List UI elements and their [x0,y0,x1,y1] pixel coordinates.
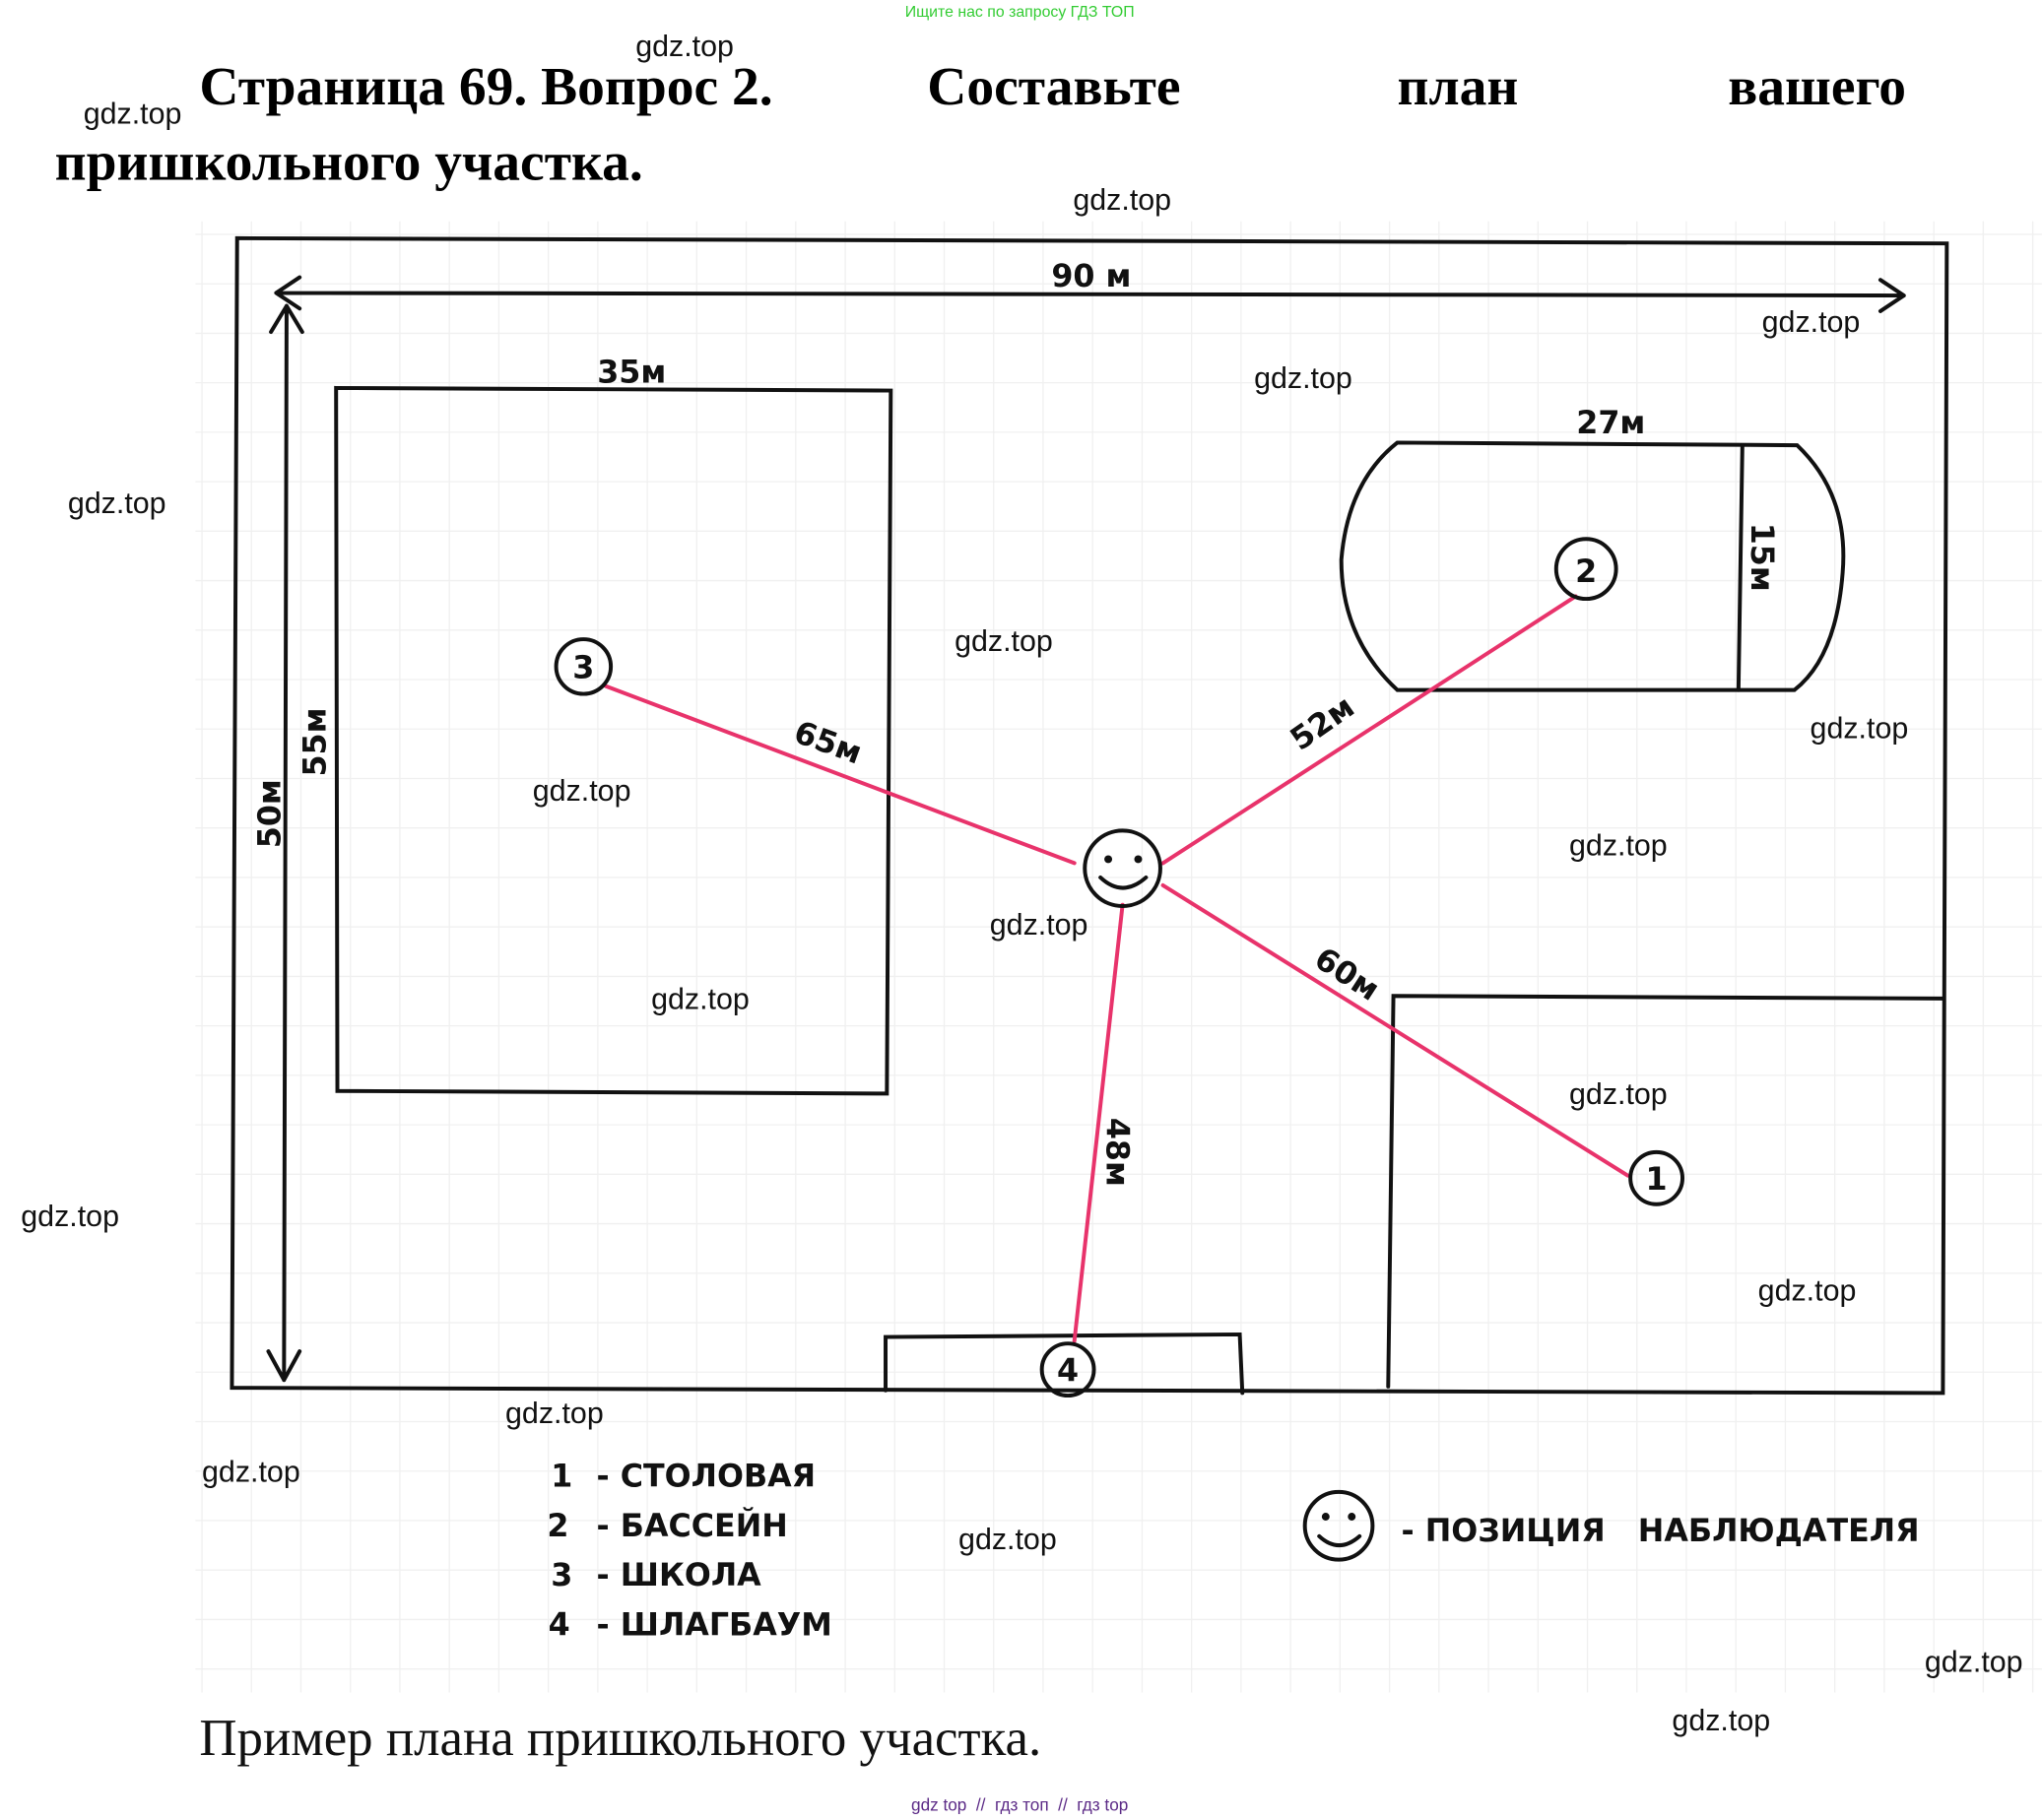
gate-area [884,1332,1245,1396]
legend-num: 2 [547,1509,568,1544]
pool-height-label: 15м [1744,523,1779,592]
pool-width-label: 27м [1576,406,1645,441]
watermark: gdz.top [505,1397,604,1430]
distance-gate: 48м [1099,1118,1135,1187]
watermark: gdz.top [68,487,166,520]
watermark: gdz.top [1569,828,1668,862]
svg-text:1: 1 [1646,1162,1668,1198]
watermark: gdz.top [1811,712,1909,746]
canteen-area [1386,994,1945,1389]
swimming-pool [1339,440,1846,692]
watermark: gdz.top [202,1455,300,1488]
watermark: gdz.top [1073,183,1171,217]
watermarks: gdz.top gdz.top gdz.top gdz.top gdz.top … [21,30,2022,1737]
pool-divider [1736,443,1745,692]
school-building [334,385,893,1096]
watermark: gdz.top [635,30,734,63]
site-plan: 90 м 50м 35м 55м 27м 15м 65м 52м 60м 48м… [230,235,1949,1398]
watermark: gdz.top [1925,1645,2023,1678]
marker-school: 3 [554,637,614,696]
watermark: gdz.top [955,624,1053,658]
legend-num: 3 [551,1558,572,1593]
legend-label: - БАССЕЙН [597,1507,788,1544]
paper-grid [195,221,2042,1693]
watermark: gdz.top [21,1200,119,1233]
legend-num: 1 [551,1460,572,1495]
observer-smiley-icon [1083,828,1162,909]
school-height-label: 55м [298,707,334,776]
site-boundary [230,235,1949,1396]
legend: 1 - СТОЛОВАЯ 2 - БАССЕЙН 3 - ШКОЛА 4 - Ш… [547,1460,1919,1644]
height-arrow [266,303,304,1383]
watermark: gdz.top [1672,1704,1770,1737]
line-to-pool [1160,594,1578,866]
line-to-gate [1072,902,1125,1343]
watermark: gdz.top [958,1523,1057,1556]
legend-observer-label: - ПОЗИЦИЯ НАБЛЮДАТЕЛЯ [1401,1514,1919,1549]
marker-pool: 2 [1553,537,1618,602]
footer-links[interactable]: gdz top // гдз топ // гдз top [911,1795,1128,1815]
page-title-part: пришкольного участка. [55,132,643,192]
width-label: 90 м [1051,259,1131,294]
watermark: gdz.top [84,98,182,131]
legend-num: 4 [549,1607,570,1643]
distance-school: 65м [789,715,866,772]
legend-label: - СТОЛОВАЯ [597,1460,817,1495]
line-to-school [603,683,1077,866]
page-title-part: Страница 69. Вопрос 2. [199,57,772,117]
marker-canteen: 1 [1628,1149,1685,1206]
watermark: gdz.top [1254,361,1352,395]
legend-smiley-icon [1302,1489,1375,1562]
watermark: gdz.top [1762,305,1861,339]
watermark: gdz.top [990,908,1088,942]
page-title-part: вашего [1728,57,1906,117]
svg-text:3: 3 [572,651,594,686]
height-label: 50м [252,779,288,848]
distance-pool: 52м [1284,689,1361,758]
svg-text:2: 2 [1575,554,1597,590]
search-banner[interactable]: Ищите нас по запросу ГДЗ ТОП [905,4,1135,21]
watermark: gdz.top [1758,1274,1857,1308]
page-title-part: Составьте [927,57,1180,117]
watermark: gdz.top [651,982,750,1015]
caption: Пример плана пришкольного участка. [199,1710,1041,1767]
marker-gate: 4 [1039,1341,1096,1398]
page-title-part: план [1398,57,1519,117]
line-to-canteen [1160,882,1630,1178]
legend-label: - ШКОЛА [597,1558,762,1593]
width-arrow [274,275,1906,313]
legend-label: - ШЛАГБАУМ [597,1607,832,1643]
watermark: gdz.top [533,774,631,808]
svg-text:4: 4 [1057,1354,1079,1390]
school-width-label: 35м [597,356,666,391]
watermark: gdz.top [1569,1077,1668,1111]
